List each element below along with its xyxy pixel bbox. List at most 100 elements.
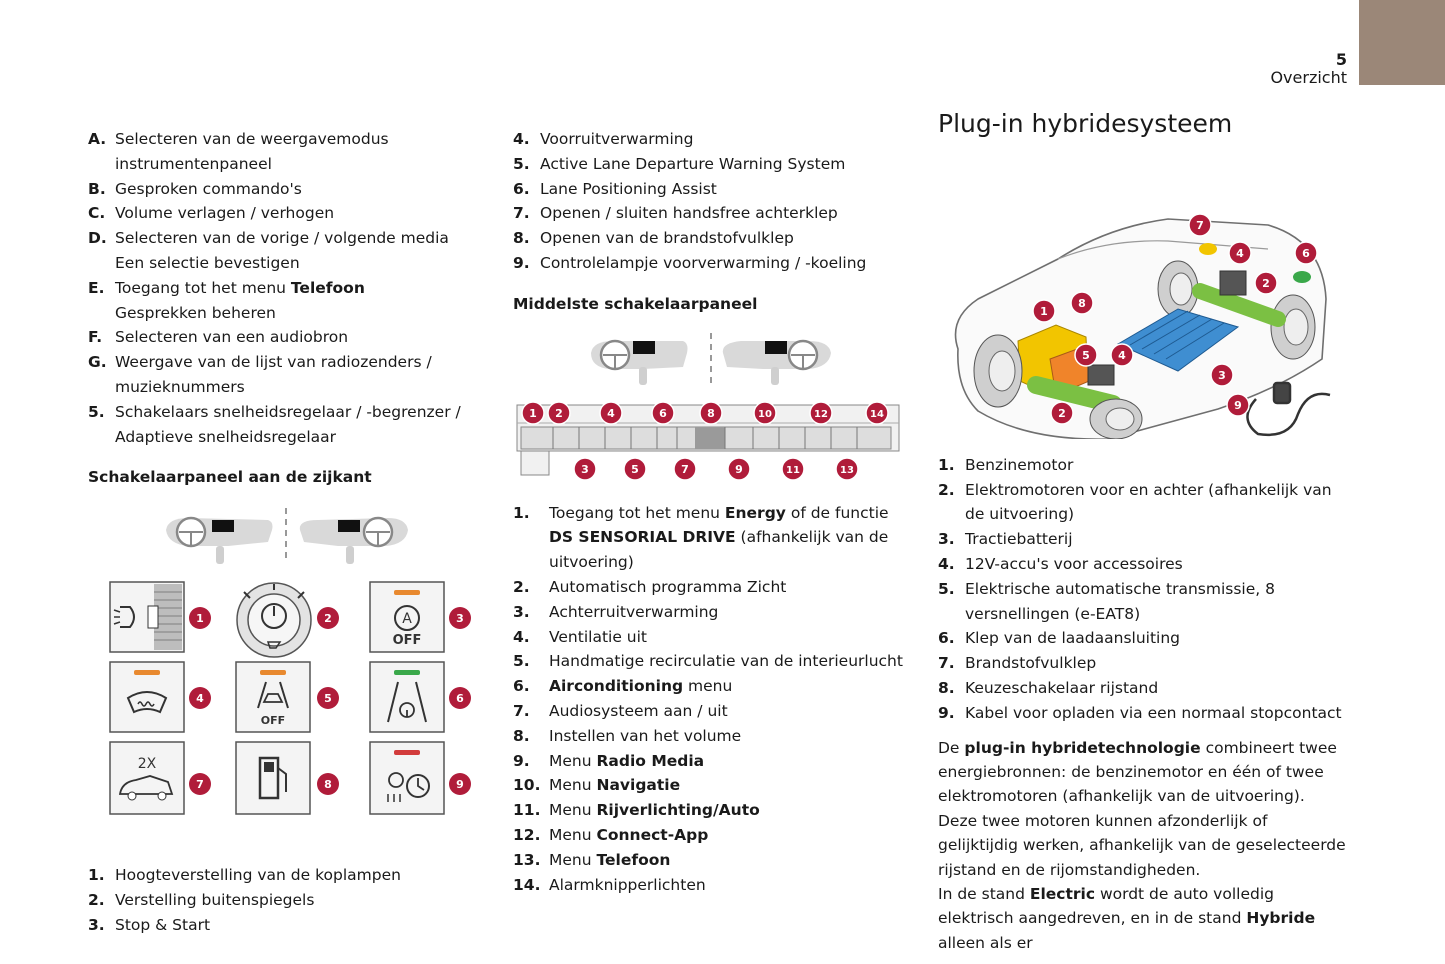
side-switch-panel-figure: 1 2 A OFF 3 4 bbox=[109, 508, 471, 815]
svg-text:13: 13 bbox=[840, 465, 854, 476]
panel-badge-bottom: 5 bbox=[623, 456, 647, 481]
car-badge: 9 bbox=[1226, 393, 1250, 417]
car-badge: 4 bbox=[1228, 241, 1252, 265]
svg-text:6: 6 bbox=[1302, 247, 1310, 260]
svg-text:OFF: OFF bbox=[261, 714, 285, 727]
section-color-tab bbox=[1359, 0, 1445, 85]
windscreen-heating-icon bbox=[109, 661, 185, 733]
panel-badge-bottom: 7 bbox=[673, 456, 697, 481]
switch-badge-8: 8 bbox=[324, 778, 332, 791]
svg-text:10: 10 bbox=[758, 409, 772, 420]
svg-text:5: 5 bbox=[631, 463, 639, 476]
list-item: 2.Elektromotoren voor en achter (afhanke… bbox=[938, 480, 1332, 524]
switch-badge-4: 4 bbox=[196, 692, 204, 705]
list-item: 5.Schakelaars snelheidsregelaar / -begre… bbox=[88, 402, 461, 446]
car-badge: 1 bbox=[1032, 299, 1056, 323]
switch-badge-6: 6 bbox=[456, 692, 464, 705]
list-item: G.Weergave van de lijst van radiozenders… bbox=[88, 353, 432, 396]
svg-text:6: 6 bbox=[659, 407, 667, 420]
panel-badge-bottom: 13 bbox=[835, 456, 859, 481]
front-right-wheel bbox=[1089, 398, 1143, 439]
list-item: 8.Keuzeschakelaar rijstand bbox=[938, 678, 1159, 697]
list-item: 6.Klep van de laadaansluiting bbox=[938, 629, 1181, 648]
center-button-bar bbox=[516, 404, 900, 476]
list-item: 5.Handmatige recirculatie van de interie… bbox=[513, 652, 903, 671]
list-item: 4.Ventilatie uit bbox=[513, 627, 648, 646]
lane-departure-off-icon: OFF bbox=[235, 661, 311, 733]
switch-badge-3: 3 bbox=[456, 612, 464, 625]
charging-cable-icon bbox=[1246, 381, 1331, 436]
list-item: 1.Benzinemotor bbox=[938, 455, 1074, 474]
list-item: 6.Airconditioning menu bbox=[513, 677, 733, 696]
list-item: 7.Brandstofvulklep bbox=[938, 654, 1097, 673]
list-item: 5.Active Lane Departure Warning System bbox=[513, 154, 846, 173]
svg-text:OFF: OFF bbox=[393, 633, 422, 648]
list-item: 1.Hoogteverstelling van de koplampen bbox=[88, 866, 401, 885]
middle-panel-list: 1.Toegang tot het menu Energy of de func… bbox=[513, 501, 913, 898]
svg-text:1: 1 bbox=[1040, 305, 1048, 318]
mirror-adjust-icon bbox=[236, 582, 312, 658]
car-badge: 7 bbox=[1188, 213, 1212, 237]
svg-text:1: 1 bbox=[529, 407, 537, 420]
panel-badge-top: 4 bbox=[599, 400, 623, 425]
list-item: 1.Toegang tot het menu Energy of de func… bbox=[513, 503, 889, 572]
list-item: 9.Menu Radio Media bbox=[513, 751, 705, 770]
preconditioning-icon bbox=[369, 741, 445, 815]
dashboard-left-icon bbox=[591, 339, 688, 385]
panel-badge-top: 6 bbox=[651, 400, 675, 425]
rear-left-wheel bbox=[1157, 260, 1199, 318]
svg-text:A: A bbox=[402, 611, 412, 627]
svg-text:11: 11 bbox=[786, 465, 800, 476]
car-body-outline bbox=[954, 217, 1327, 439]
list-item: D.Selecteren van de vorige / volgende me… bbox=[88, 229, 449, 272]
switch-badge-5: 5 bbox=[324, 692, 332, 705]
svg-text:2: 2 bbox=[1262, 277, 1270, 290]
svg-text:4: 4 bbox=[607, 407, 615, 420]
middle-panel-heading: Middelste schakelaarpaneel bbox=[513, 294, 758, 313]
switch-badge-2: 2 bbox=[324, 612, 332, 625]
list-item: 8.Instellen van het volume bbox=[513, 726, 742, 745]
svg-text:4: 4 bbox=[1118, 349, 1126, 362]
svg-text:2: 2 bbox=[555, 407, 563, 420]
car-badge: 6 bbox=[1294, 241, 1318, 265]
list-item: 7.Audiosysteem aan / uit bbox=[513, 701, 728, 720]
svg-text:3: 3 bbox=[1218, 369, 1226, 382]
panel-badge-bottom: 9 bbox=[727, 456, 751, 481]
list-item: 4.12V-accu's voor accessoires bbox=[938, 554, 1183, 573]
hybrid-components-list: 1.Benzinemotor 2.Elektromotoren voor en … bbox=[938, 453, 1348, 726]
list-item: 9.Kabel voor opladen via een normaal sto… bbox=[938, 703, 1342, 722]
svg-text:9: 9 bbox=[1234, 399, 1242, 412]
panel-badge-top: 14 bbox=[865, 400, 889, 425]
section-heading: Plug-in hybridesysteem bbox=[938, 109, 1233, 138]
dashboard-left-icon bbox=[166, 516, 273, 565]
panel-badge-bottom: 11 bbox=[781, 456, 805, 481]
list-item: 9.Controlelampje voorverwarming / -koeli… bbox=[513, 253, 867, 272]
rear-right-wheel bbox=[1270, 294, 1316, 360]
list-item: 8.Openen van de brandstofvulklep bbox=[513, 229, 794, 248]
car-badge: 2 bbox=[1050, 401, 1074, 425]
panel-badge-top: 2 bbox=[547, 400, 571, 425]
list-item: 10.Menu Navigatie bbox=[513, 776, 681, 795]
switch-badge-1: 1 bbox=[196, 612, 204, 625]
svg-text:8: 8 bbox=[1078, 297, 1086, 310]
panel-badge-bottom: 3 bbox=[573, 456, 597, 481]
list-item: C.Volume verlagen / verhogen bbox=[88, 204, 335, 223]
switch-badge-7: 7 bbox=[196, 778, 204, 791]
front-left-wheel bbox=[973, 334, 1023, 408]
headlamp-height-icon bbox=[109, 581, 185, 653]
list-item: 12.Menu Connect-App bbox=[513, 825, 709, 844]
list-item: 14.Alarmknipperlichten bbox=[513, 875, 706, 894]
list-item: F.Selecteren van een audiobron bbox=[88, 328, 349, 347]
panel-badge-top: 10 bbox=[753, 400, 777, 425]
svg-text:2X: 2X bbox=[138, 756, 157, 772]
side-panel-heading: Schakelaarpaneel aan de zijkant bbox=[88, 468, 372, 487]
switch-badge-9: 9 bbox=[456, 778, 464, 791]
column-middle: 4.Voorruitverwarming 5.Active Lane Depar… bbox=[513, 127, 913, 897]
list-item: 7.Openen / sluiten handsfree achterklep bbox=[513, 204, 838, 223]
car-badge: 4 bbox=[1110, 343, 1134, 367]
fuel-flap-icon bbox=[235, 741, 311, 815]
